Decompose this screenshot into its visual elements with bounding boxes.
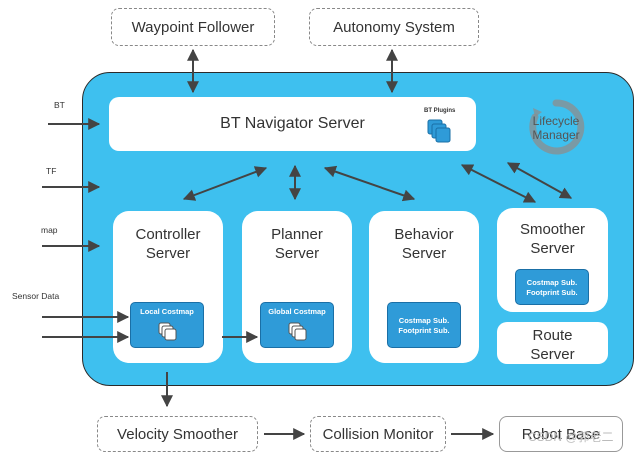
autonomy-system-label: Autonomy System <box>333 18 455 36</box>
stacked-layers-icon <box>288 322 308 342</box>
lifecycle-line2: Manager <box>532 128 580 142</box>
bt-to-smoother-arrow-2 <box>506 162 573 199</box>
route-line2: Server <box>530 346 575 363</box>
bt-plugins-label: BT Plugins <box>424 108 456 114</box>
bt-to-behavior-arrow <box>323 165 416 202</box>
global-costmap-label: Global Costmap <box>268 307 326 316</box>
behavior-sub1: Costmap Sub. <box>398 316 450 325</box>
bt-navigator-label: BT Navigator Server <box>220 115 365 132</box>
autonomy-system-box: Autonomy System <box>309 8 479 46</box>
controller-line2: Server <box>145 245 191 262</box>
robot-base-label: Robot Base <box>521 425 601 443</box>
route-server: Route Server <box>497 322 608 364</box>
stacked-layers-icon <box>426 118 452 144</box>
behavior-sub2: Footprint Sub. <box>398 326 450 335</box>
lifecycle-manager-label: Lifecycle Manager <box>523 114 589 142</box>
smoother-line2: Server <box>530 240 575 257</box>
stacked-layers-icon <box>158 322 178 342</box>
smoother-line1: Smoother <box>519 221 586 238</box>
behavior-line1: Behavior <box>394 226 454 243</box>
planner-line1: Planner <box>271 226 323 243</box>
collision-monitor-label: Collision Monitor <box>322 425 434 443</box>
route-line1: Route <box>532 327 573 344</box>
smoother-sub1: Costmap Sub. <box>526 278 578 287</box>
controller-server-title: Controller Server <box>113 225 223 263</box>
smoother-costmap-footprint-box: Costmap Sub. Footprint Sub. <box>515 269 589 305</box>
planner-server-title: Planner Server <box>242 225 352 263</box>
waypoint-follower-label: Waypoint Follower <box>131 18 255 36</box>
collision-monitor-box: Collision Monitor <box>310 416 446 452</box>
behavior-server-title: Behavior Server <box>369 225 479 263</box>
robot-base-box: Robot Base <box>499 416 623 452</box>
lifecycle-line1: Lifecycle <box>532 114 580 128</box>
smoother-server-title: Smoother Server <box>497 220 608 258</box>
bt-navigator-server: BT Navigator Server <box>109 97 476 151</box>
bt-input-label: BT <box>54 100 65 110</box>
smoother-sub2: Footprint Sub. <box>526 288 578 297</box>
planner-line2: Server <box>274 245 320 262</box>
local-costmap-label: Local Costmap <box>140 307 194 316</box>
lifecycle-ring-icon <box>526 97 586 157</box>
sensor-data-label: Sensor Data <box>12 291 60 301</box>
behavior-line2: Server <box>401 245 447 262</box>
bt-to-smoother-arrow <box>460 164 537 203</box>
velocity-smoother-box: Velocity Smoother <box>97 416 258 452</box>
bt-to-controller-arrow <box>182 166 268 201</box>
tf-input-label: TF <box>46 166 57 176</box>
behavior-costmap-footprint-box: Costmap Sub. Footprint Sub. <box>387 302 461 348</box>
waypoint-follower-box: Waypoint Follower <box>111 8 275 46</box>
velocity-smoother-label: Velocity Smoother <box>117 425 238 443</box>
watermark: CSDN @郭老二 <box>528 430 614 444</box>
controller-line1: Controller <box>135 226 201 243</box>
map-input-label: map <box>41 225 58 235</box>
route-server-title: Route Server <box>497 326 608 364</box>
